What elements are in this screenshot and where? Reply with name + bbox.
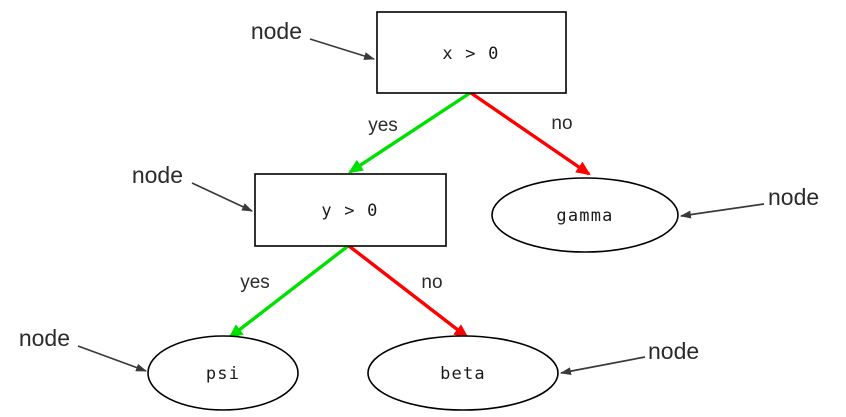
annotation-node-beta: node: [559, 338, 699, 376]
edge-inner-no: [347, 244, 469, 339]
annotation-node-psi-label: node: [19, 325, 70, 351]
node-beta-label: beta: [440, 364, 486, 384]
edge-root-yes: [348, 91, 471, 174]
edge-label-root-yes: yes: [368, 115, 398, 136]
node-beta[interactable]: beta: [367, 335, 559, 411]
node-root-box[interactable]: [376, 11, 567, 94]
annotation-node-gamma: node: [679, 184, 819, 219]
edge-label-root-no: no: [551, 113, 572, 134]
node-beta-ellipse[interactable]: [367, 335, 559, 411]
node-inner-box[interactable]: [254, 173, 447, 247]
annotation-node-root: node: [251, 18, 376, 60]
edges-layer: [228, 91, 591, 339]
edge-root-no: [470, 91, 591, 176]
edge-labels-layer: yes no yes no: [240, 113, 572, 293]
edge-inner-yes: [228, 244, 350, 339]
annotation-node-root-label: node: [251, 18, 302, 44]
node-gamma-ellipse[interactable]: [491, 177, 679, 253]
node-root[interactable]: x > 0: [376, 11, 567, 94]
nodes-layer: x > 0 y > 0 gamma psi beta: [147, 11, 679, 411]
annotation-node-root-arrow: [309, 38, 376, 60]
annotation-node-gamma-label: node: [768, 184, 819, 210]
annotation-node-gamma-arrow: [679, 203, 765, 219]
annotations-layer: node node node node node: [19, 18, 819, 376]
annotation-node-inner: node: [132, 162, 254, 212]
annotation-node-inner-label: node: [132, 162, 183, 188]
node-gamma-label: gamma: [556, 206, 613, 226]
edge-label-inner-yes: yes: [240, 272, 270, 293]
annotation-node-beta-arrow: [559, 356, 646, 376]
node-inner-label: y > 0: [321, 201, 378, 221]
node-inner[interactable]: y > 0: [254, 173, 447, 247]
annotation-node-psi: node: [19, 325, 148, 372]
annotation-node-beta-label: node: [648, 338, 699, 364]
node-psi-label: psi: [206, 364, 240, 384]
annotation-node-inner-arrow: [191, 182, 254, 212]
node-psi[interactable]: psi: [147, 335, 299, 411]
annotation-node-psi-arrow: [77, 345, 148, 372]
node-gamma[interactable]: gamma: [491, 177, 679, 253]
node-psi-ellipse[interactable]: [147, 335, 299, 411]
node-root-label: x > 0: [442, 44, 499, 64]
edge-label-inner-no: no: [421, 272, 442, 293]
